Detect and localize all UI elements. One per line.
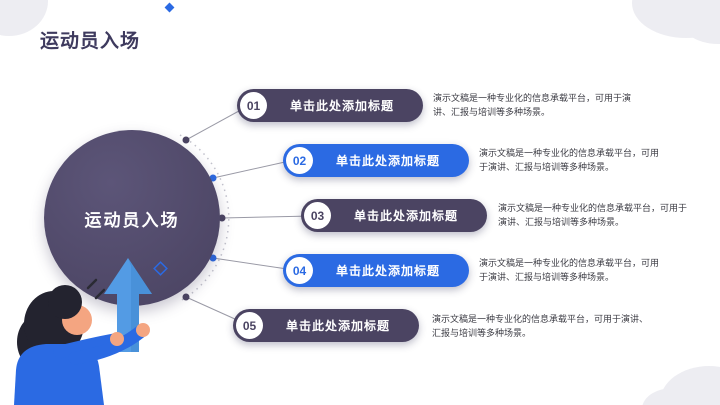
page-title: 运动员入场 bbox=[40, 31, 141, 52]
diamond-accent-icon bbox=[164, 2, 175, 13]
step-pill-01[interactable]: 01 单击此处添加标题 bbox=[237, 89, 423, 122]
step-title-placeholder[interactable]: 单击此处添加标题 bbox=[353, 209, 458, 223]
step-description: 演示文稿是一种专业化的信息承载平台，可用于演讲、汇报与培训等多种场景。 bbox=[479, 258, 660, 282]
step-number: 01 bbox=[240, 92, 267, 119]
step-number: 04 bbox=[286, 257, 313, 284]
step-title-placeholder[interactable]: 单击此处添加标题 bbox=[289, 99, 394, 113]
step-description: 演示文稿是一种专业化的信息承载平台，可用于演讲、汇报与培训等多种场景。 bbox=[498, 203, 688, 227]
step-number: 05 bbox=[236, 312, 263, 339]
step-pill-03[interactable]: 03 单击此处添加标题 bbox=[301, 199, 487, 232]
step-pill-04[interactable]: 04 单击此处添加标题 bbox=[283, 254, 469, 287]
step-number: 03 bbox=[304, 202, 331, 229]
step-description: 演示文稿是一种专业化的信息承载平台，可用于演讲、汇报与培训等多种场景。 bbox=[433, 93, 632, 117]
step-description: 演示文稿是一种专业化的信息承载平台，可用于演讲、汇报与培训等多种场景。 bbox=[479, 148, 660, 172]
step-title-placeholder[interactable]: 单击此处添加标题 bbox=[285, 319, 390, 333]
decor-blob-bottom-right-2 bbox=[642, 388, 704, 405]
step-number: 02 bbox=[286, 147, 313, 174]
central-circle-label: 运动员入场 bbox=[84, 210, 180, 230]
step-title-placeholder[interactable]: 单击此处添加标题 bbox=[335, 264, 440, 278]
step-description: 演示文稿是一种专业化的信息承载平台，可用于演讲、汇报与培训等多种场景。 bbox=[432, 314, 649, 338]
step-pill-05[interactable]: 05 单击此处添加标题 bbox=[233, 309, 419, 342]
step-pill-02[interactable]: 02 单击此处添加标题 bbox=[283, 144, 469, 177]
step-title-placeholder[interactable]: 单击此处添加标题 bbox=[335, 154, 440, 168]
person-with-arrow-illustration bbox=[14, 258, 168, 405]
